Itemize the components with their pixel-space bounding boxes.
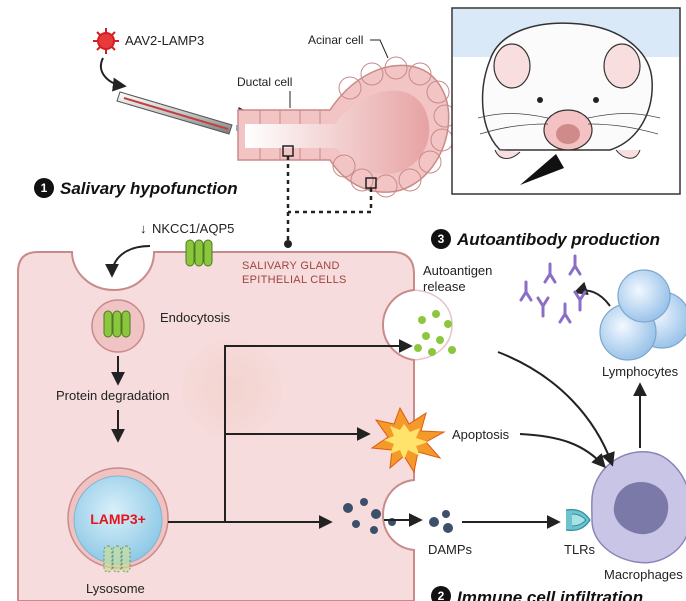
damps-label: DAMPs	[428, 542, 473, 557]
antibody-icons	[519, 254, 587, 324]
nkcc-arrow: ↓	[140, 221, 147, 236]
salivary-gland-icon	[237, 56, 457, 198]
virus-icon	[93, 28, 119, 54]
step-3-heading: 3 Autoantibody production	[431, 229, 660, 249]
apoptosis-label: Apoptosis	[452, 427, 510, 442]
autoantigen-label-line2: release	[423, 279, 466, 294]
tlr-receptor-icon	[565, 509, 591, 531]
step-3-title: Autoantibody production	[456, 230, 660, 249]
autoantigen-label-line1: Autoantigen	[423, 263, 492, 278]
step-2-number: 2	[438, 589, 445, 601]
step-1-number: 1	[41, 181, 48, 195]
macrophages-label: Macrophages	[604, 567, 683, 582]
damps-particles	[429, 510, 453, 533]
step-2-heading: 2 Immune cell infiltration	[431, 586, 643, 601]
lymphocytes-label: Lymphocytes	[602, 364, 679, 379]
lysosome-label: Lysosome	[86, 581, 145, 596]
nkcc-label: NKCC1/AQP5	[152, 221, 234, 236]
mouse-illustration	[451, 7, 681, 195]
lysosome-icon	[67, 467, 169, 573]
aav-label: AAV2-LAMP3	[125, 33, 204, 48]
cell-caption-line2: EPITHELIAL CELLS	[242, 274, 347, 286]
tlrs-label: TLRs	[564, 542, 596, 557]
macrophage-icon	[591, 451, 686, 564]
nucleus	[182, 339, 282, 439]
arrow-autoantigen-to-macrophage	[497, 351, 615, 467]
arrow-lymphocytes-to-antibodies	[573, 281, 611, 307]
injection-arrow	[100, 57, 127, 92]
internalization-arrow	[105, 245, 151, 278]
endocytosis-label: Endocytosis	[160, 310, 231, 325]
apoptosis-burst-icon	[370, 406, 446, 474]
arrow-apoptosis-to-macrophage	[519, 433, 606, 469]
step-1-title: Salivary hypofunction	[60, 179, 238, 198]
step-2-title: Immune cell infiltration	[457, 588, 643, 601]
acinar-cell-label: Acinar cell	[308, 33, 363, 47]
step-3-number: 3	[438, 232, 445, 246]
protein-degradation-label: Protein degradation	[56, 388, 169, 403]
ductal-cell-label: Ductal cell	[237, 75, 292, 89]
dashed-connector	[288, 188, 373, 214]
autoantigen-vesicle	[414, 310, 456, 356]
syringe-tube-icon	[116, 91, 233, 135]
lymphocytes-icon	[599, 269, 686, 361]
endocytosed-vesicle	[91, 299, 145, 353]
step-1-heading: 1 Salivary hypofunction	[34, 178, 238, 198]
cell-caption-line1: SALIVARY GLAND	[242, 260, 340, 272]
membrane-channel-icon	[185, 239, 213, 267]
lamp3-label: LAMP3+	[90, 511, 146, 527]
